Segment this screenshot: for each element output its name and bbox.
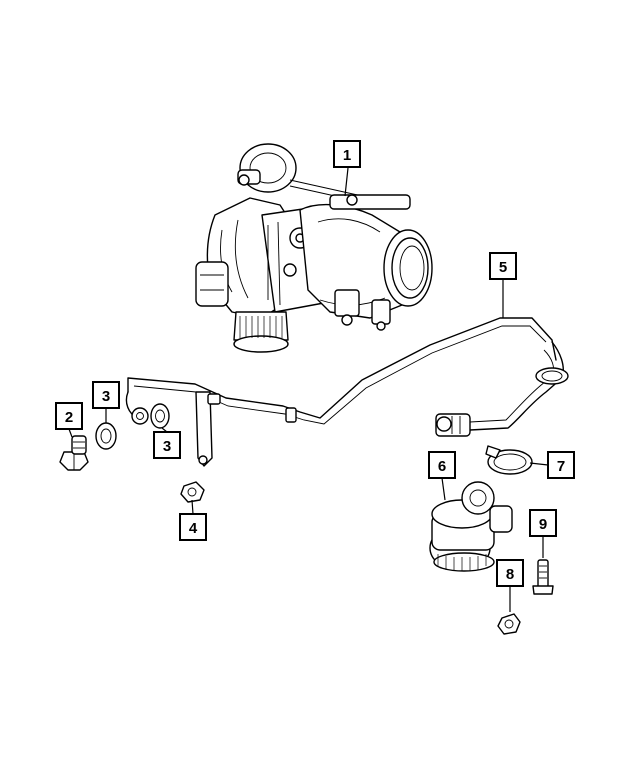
callout-3b: 3: [153, 431, 181, 459]
nut-part-4: [180, 481, 205, 503]
banjo-bolt-part: [59, 435, 89, 471]
svg-text:5: 5: [499, 259, 507, 276]
washer-part-left: [95, 422, 117, 450]
svg-text:9: 9: [539, 516, 547, 533]
hose-clamp-part: [485, 445, 533, 475]
svg-text:4: 4: [189, 520, 198, 537]
turbocharger-part: [195, 143, 433, 353]
bolt-part-9: [532, 559, 554, 595]
svg-text:3: 3: [102, 388, 110, 405]
callout-3a: 3: [92, 381, 120, 409]
nut-part-8: [497, 613, 521, 635]
callout-9: 9: [529, 509, 557, 537]
callout-1: 1: [333, 140, 361, 168]
callout-7: 7: [547, 451, 575, 479]
svg-text:3: 3: [163, 438, 171, 455]
svg-text:8: 8: [506, 566, 514, 583]
callout-6: 6: [428, 451, 456, 479]
svg-text:1: 1: [343, 147, 351, 164]
hose-tube-assembly-part: [125, 317, 569, 467]
callout-2: 2: [55, 402, 83, 430]
washer-part-right: [150, 403, 170, 429]
callout-4: 4: [179, 513, 207, 541]
svg-text:6: 6: [438, 458, 446, 475]
svg-text:7: 7: [557, 458, 565, 475]
water-pump-part: [429, 481, 513, 572]
callout-8: 8: [496, 559, 524, 587]
svg-text:2: 2: [65, 409, 73, 426]
leader-lines: [68, 167, 549, 612]
callout-5: 5: [489, 252, 517, 280]
